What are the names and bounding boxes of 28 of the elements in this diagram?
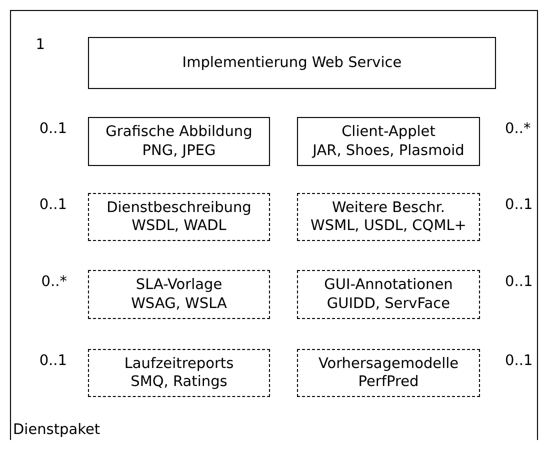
format-list: JAR, Shoes, Plasmoid [312, 142, 464, 160]
component-name: Implementierung Web Service [182, 54, 402, 72]
format-list: WSML, USDL, CQML+ [310, 217, 466, 236]
format-list: PNG, JPEG [142, 142, 216, 160]
multiplicity-label: 0..1 [505, 273, 533, 292]
format-list: WSAG, WSLA [131, 294, 227, 313]
component-name: Dienstbeschreibung [106, 198, 252, 217]
multiplicity-label: 1 [36, 36, 45, 54]
format-list: PerfPred [358, 373, 419, 392]
package-label: Dienstpaket [13, 422, 100, 438]
multiplicity-label: 0..1 [39, 352, 67, 370]
multiplicity-label: 0..1 [39, 196, 67, 214]
format-list: WSDL, WADL [132, 217, 226, 236]
format-list: SMQ, Ratings [130, 373, 228, 392]
multiplicity-label: 0..1 [505, 196, 533, 214]
component-name: Laufzeitreports [124, 354, 234, 373]
component-name: GUI-Annotationen [324, 276, 453, 294]
component-name: SLA-Vorlage [136, 276, 222, 294]
component-name: Weitere Beschr. [332, 198, 446, 217]
component-name: Grafische Abbildung [106, 123, 252, 142]
multiplicity-label: 0..* [41, 273, 67, 292]
multiplicity-label: 0..1 [39, 120, 67, 138]
component-name: Client-Applet [342, 123, 436, 142]
multiplicity-label: 0..* [505, 120, 531, 138]
component-name: Vorhersagemodelle [318, 354, 459, 373]
multiplicity-label: 0..1 [505, 352, 533, 370]
format-list: GUIDD, ServFace [326, 294, 450, 313]
package-frame [10, 10, 538, 440]
